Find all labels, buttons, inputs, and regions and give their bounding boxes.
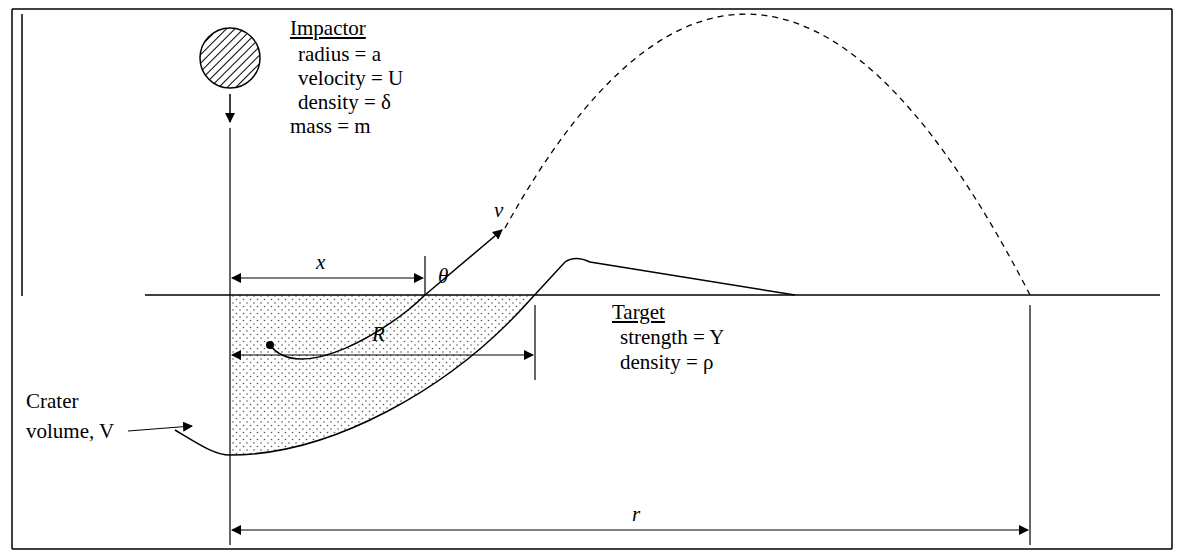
dimension-tick: [1029, 305, 1030, 545]
impactor-sphere: [200, 28, 260, 88]
angle-label: θ: [438, 264, 448, 288]
heading-label: Impactor: [290, 16, 366, 40]
dimension-line: [232, 354, 533, 355]
impact-arrow: [229, 94, 231, 122]
property-label: mass = m: [290, 114, 371, 138]
dimension-tick: [534, 305, 535, 380]
frame-line: [12, 8, 1172, 10]
crater-volume: [230, 295, 534, 455]
crater-profile: [175, 259, 795, 456]
property-label: velocity = U: [298, 66, 403, 90]
ground-line: [145, 294, 1160, 296]
velocity-label: v: [494, 198, 503, 222]
heading-label: Target: [612, 300, 665, 324]
property-label: radius = a: [298, 42, 381, 66]
crater-volume-label: Crater volume, V: [26, 386, 138, 446]
dimension-line: [232, 529, 1028, 530]
leader-arrow: [128, 426, 192, 431]
axis-line: [229, 128, 230, 545]
frame-line: [12, 548, 1172, 550]
frame-line: [1171, 9, 1173, 549]
dimension-line: [232, 277, 423, 278]
dimension-label: r: [632, 502, 640, 526]
property-label: strength = Y: [620, 325, 724, 349]
dimension-label: R: [372, 322, 385, 346]
ballistic-trajectory: [505, 14, 1030, 295]
ejecta-path: [270, 230, 502, 359]
property-label: density = δ: [298, 90, 391, 114]
dimension-tick: [424, 256, 425, 295]
frame-line: [11, 9, 13, 549]
dimension-label: x: [316, 250, 325, 274]
property-label: density = ρ: [620, 350, 714, 374]
frame-line: [21, 14, 23, 296]
